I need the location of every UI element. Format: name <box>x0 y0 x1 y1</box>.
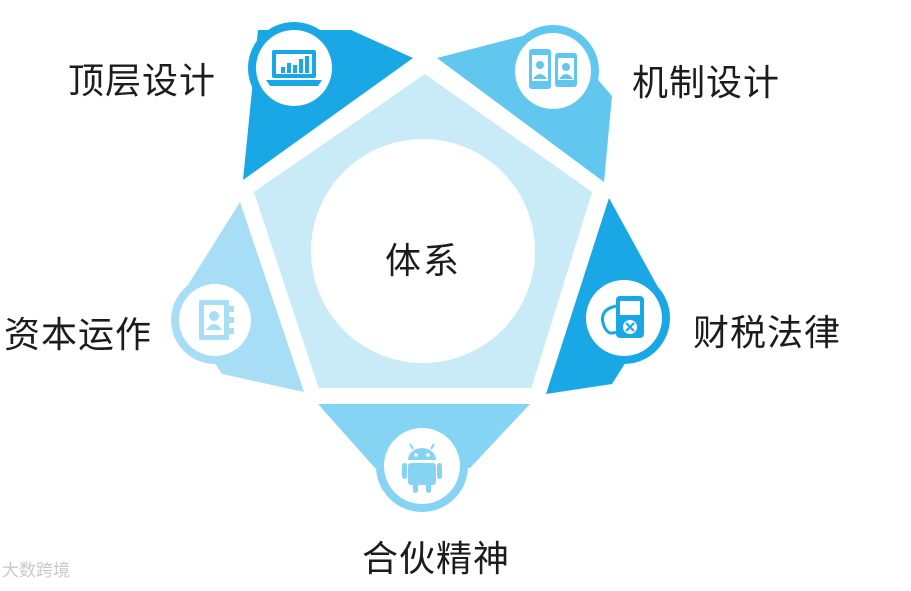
address-book-icon <box>199 300 234 340</box>
laptop-chart-icon <box>266 50 322 86</box>
profile-cards-icon <box>529 49 577 89</box>
center-circle <box>311 139 535 363</box>
label-mechanism-design: 机制设计 <box>632 63 781 104</box>
label-capital-operation: 资本运作 <box>4 315 153 356</box>
android-icon <box>402 443 442 493</box>
watermark: 大数跨境 <box>2 561 70 581</box>
center-title: 体系 <box>385 241 462 282</box>
media-player-icon <box>601 296 644 338</box>
label-top-design: 顶层设计 <box>68 61 217 102</box>
label-partnership-spirit: 合伙精神 <box>362 539 511 580</box>
label-finance-tax-law: 财税法律 <box>693 313 842 354</box>
